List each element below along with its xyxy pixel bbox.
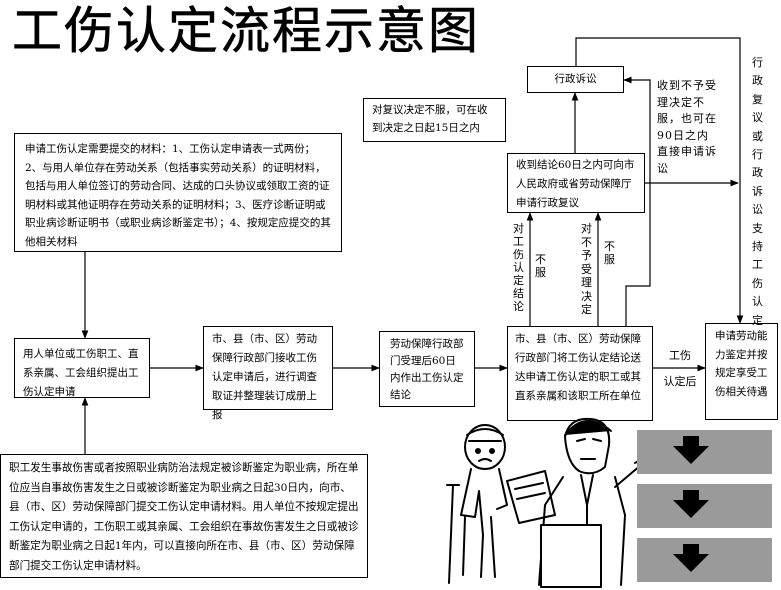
label-object-rejection: 对不予受理决定 <box>581 222 592 316</box>
apply-box: 用人单位或工伤职工、直系亲属、工会组织提出工伤认定申请 <box>14 338 150 398</box>
review-note-box: 对复议决定不服，可在收到决定之日起15日之内 <box>363 98 506 142</box>
page-title: 工伤认定流程示意图 <box>12 2 480 61</box>
label-dissatisfied-2: 不服 <box>604 240 615 266</box>
receive-box: 市、县（市、区）劳动保障行政部门接收工伤认定申请后，进行调查取证并整理装订成册上… <box>203 326 333 421</box>
appraise-box: 申请劳动能力鉴定并按规定享受工伤相关待遇 <box>705 323 778 420</box>
lawsuit-box: 行政诉讼 <box>527 66 624 93</box>
down-arrow-icon <box>673 436 709 464</box>
label-dissatisfied-1: 不服 <box>535 253 546 279</box>
steps-arrow-graphic <box>637 430 772 582</box>
label-direct-suit: 收到不予受理决定不服，也可在90日之内直接申请诉讼 <box>657 79 717 175</box>
materials-box: 申请工伤认定需要提交的材料：1、工伤认定申请表一式两份；2、与用人单位存在劳动关… <box>14 133 342 252</box>
decide-box: 劳动保障行政部门受理后60日内作出工伤认定结论 <box>379 331 475 407</box>
deadline-box: 职工发生事故伤害或者按照职业病防治法规定被诊断鉴定为职业病，所在单位应当自事故伤… <box>0 454 368 578</box>
down-arrow-icon <box>673 490 709 518</box>
review-box: 收到结论60日之内可向市人民政府或省劳动保障厅申请行政复议 <box>507 153 645 213</box>
label-after-decision-1: 工伤 <box>669 349 691 362</box>
label-object-conclusion: 对工伤认定结论 <box>513 222 524 313</box>
deliver-box: 市、县（市、区）劳动保障行政部门将工伤认定结论送达申请工伤认定的职工或其直系亲属… <box>507 326 653 421</box>
label-support-right: 行政复议或行政诉讼支持工伤认定 <box>752 56 763 327</box>
worker-officer-illustration <box>446 417 645 588</box>
label-after-decision-2: 认定后 <box>663 375 697 388</box>
down-arrow-icon <box>673 544 709 572</box>
